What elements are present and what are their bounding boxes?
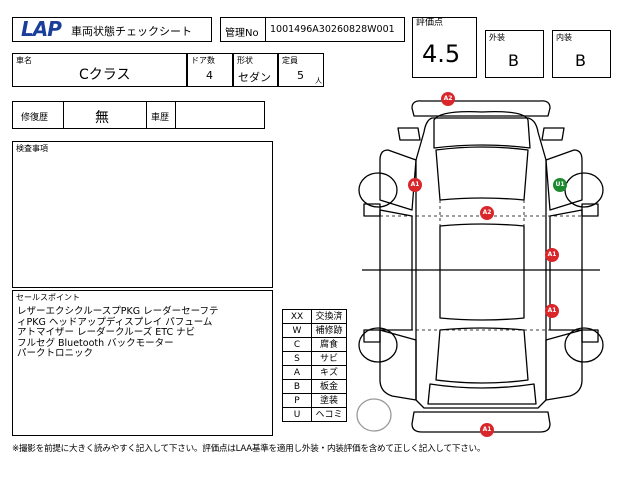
doors-value: 4 <box>206 69 213 82</box>
vehicle-name-label: 車名 <box>16 56 32 65</box>
exterior-box: 外装 B <box>485 30 544 78</box>
doors-label: ドア数 <box>191 56 215 65</box>
control-no-value: 1001496A30260828W001 <box>270 24 395 35</box>
interior-value: B <box>575 51 586 70</box>
doors-box: ドア数 4 <box>187 53 233 87</box>
score-box: 評価点 4.5 <box>412 17 477 78</box>
control-no-divider <box>265 18 266 41</box>
interior-box: 内装 B <box>552 30 611 78</box>
title-bar: LAP 車両状態チェックシート <box>12 17 212 42</box>
repair-history-value: 無 <box>95 110 109 126</box>
control-no-box: 管理No 1001496A30260828W001 <box>220 17 405 42</box>
damage-mark-right-rear-door: A1 <box>545 304 559 318</box>
repair-divider-3 <box>175 102 176 128</box>
legend-code: B <box>282 379 312 394</box>
sales-line: パークトロニック <box>17 348 94 359</box>
sales-points-text: レザーエクシクルースプPKG レーダーセーフテ ィPKG ヘッドアップディスプレ… <box>17 306 219 360</box>
lap-logo: LAP <box>21 17 62 41</box>
control-no-label: 管理No <box>225 28 259 39</box>
repair-history-box: 修復歴 無 車歴 <box>12 101 265 129</box>
legend-code: C <box>282 337 312 352</box>
sales-line: フルセグ Bluetooth バックモーター <box>17 337 174 349</box>
sheet-title: 車両状態チェックシート <box>71 25 192 38</box>
inspection-box: 検査事項 <box>12 141 273 288</box>
vehicle-name-box: 車名 Cクラス <box>12 53 187 87</box>
legend-code: P <box>282 393 312 408</box>
sales-points-box: セールスポイント レザーエクシクルースプPKG レーダーセーフテ ィPKG ヘッ… <box>12 290 273 436</box>
repair-divider-2 <box>146 102 147 128</box>
legend-code: U <box>282 407 312 422</box>
legend-meaning: サビ <box>311 351 347 366</box>
legend-meaning: キズ <box>311 365 347 380</box>
inspection-label: 検査事項 <box>16 144 48 153</box>
capacity-unit: 人 <box>315 77 322 85</box>
body-type-label: 形状 <box>237 56 253 65</box>
footer-note: ※撮影を前提に大きく読みやすく記入して下さい。評価点はLAA基準を適用し外装・内… <box>12 444 486 454</box>
body-type-value: セダン <box>238 71 271 84</box>
exterior-value: B <box>508 51 519 70</box>
damage-mark-left-front: A1 <box>408 178 422 192</box>
legend-code: XX <box>282 309 312 324</box>
damage-mark-roof: A2 <box>480 206 494 220</box>
repair-history-label: 修復歴 <box>21 113 49 123</box>
legend-code: A <box>282 365 312 380</box>
legend-meaning: 交換済 <box>311 309 347 324</box>
sales-points-label: セールスポイント <box>16 293 80 302</box>
interior-label: 内装 <box>556 33 572 42</box>
score-value: 4.5 <box>422 40 461 68</box>
capacity-box: 定員 5 人 <box>278 53 324 87</box>
sales-line: ィPKG ヘッドアップディスプレイ パフューム <box>17 316 213 328</box>
legend-meaning: 補修跡 <box>311 323 347 338</box>
capacity-label: 定員 <box>282 56 298 65</box>
damage-mark-right-front-door: A1 <box>545 248 559 262</box>
exterior-label: 外装 <box>489 33 505 42</box>
damage-mark-rear-bumper: A1 <box>480 423 494 437</box>
legend-meaning: 腐食 <box>311 337 347 352</box>
body-type-box: 形状 セダン <box>233 53 278 87</box>
repair-divider-1 <box>63 102 64 128</box>
score-label: 評価点 <box>416 18 444 28</box>
legend-meaning: 板金 <box>311 379 347 394</box>
legend-code: S <box>282 351 312 366</box>
damage-mark-right-front: U1 <box>553 178 567 192</box>
legend-meaning: ヘコミ <box>311 407 347 422</box>
legend-meaning: 塗装 <box>311 393 347 408</box>
damage-mark-front-bumper: A2 <box>441 92 455 106</box>
capacity-value: 5 <box>297 69 304 82</box>
sales-line: アトマイザー レーダークルーズ ETC ナビ <box>17 327 196 338</box>
sales-line: レザーエクシクルースプPKG レーダーセーフテ <box>17 306 219 317</box>
vehicle-name-value: Cクラス <box>79 67 131 83</box>
vehicle-history-label: 車歴 <box>151 113 170 123</box>
legend-code: W <box>282 323 312 338</box>
